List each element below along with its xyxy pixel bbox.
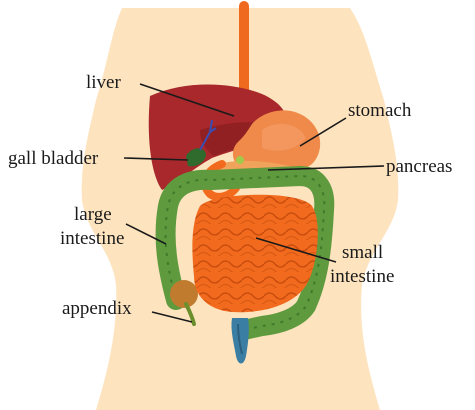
appendix-label: appendix [62,298,132,319]
pancreas-accent [236,156,244,164]
stomach-label: stomach [348,100,412,121]
small-intestine-label-line2: intestine [330,266,394,287]
gall-bladder-label: gall bladder [8,148,99,169]
pancreas-label: pancreas [386,156,452,177]
liver-label: liver [86,72,121,93]
large-intestine-label-line1: large [74,204,112,225]
large-intestine-label-line2: intestine [60,228,124,249]
small-intestine-label-line1: small [342,242,383,263]
cecum [170,280,198,308]
